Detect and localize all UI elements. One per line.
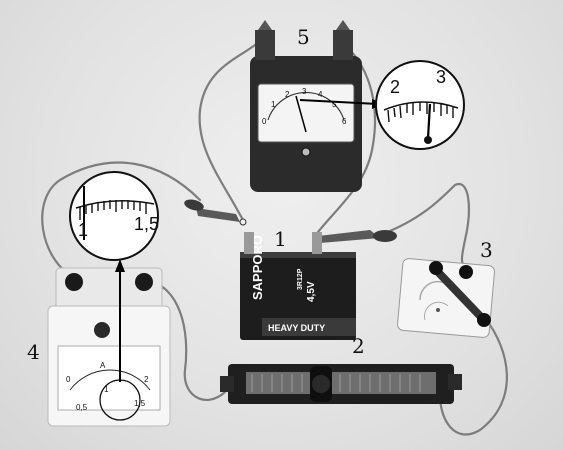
voltmeter-zoom-right-value: 3 bbox=[436, 67, 446, 87]
voltmeter-tick-1: 1 bbox=[271, 100, 276, 109]
wire-voltmeter-left bbox=[198, 43, 257, 224]
voltmeter-tick-0: 0 bbox=[262, 117, 267, 126]
voltmeter-tick-6: 6 bbox=[342, 117, 347, 126]
wire-switch-bottom bbox=[438, 316, 508, 436]
label-rheostat: 2 bbox=[352, 334, 365, 358]
rheostat bbox=[220, 364, 462, 404]
switch bbox=[397, 258, 495, 338]
ammeter: 0 A 2 0,5 1 1,5 bbox=[47, 267, 171, 427]
switch-knob-top-left bbox=[429, 261, 443, 275]
wire-voltmeter-right bbox=[316, 43, 377, 234]
ammeter-tick-1: 1 bbox=[104, 385, 109, 394]
voltmeter-terminal-right bbox=[333, 30, 353, 60]
label-switch: 3 bbox=[480, 238, 493, 262]
label-ammeter: 4 bbox=[27, 340, 40, 364]
ammeter-zoom-right-value: 1,5 bbox=[134, 214, 159, 234]
switch-lever bbox=[434, 268, 486, 322]
ammeter-tick-2: 2 bbox=[144, 375, 149, 384]
crocodile-clips bbox=[184, 199, 397, 243]
voltmeter-zero-screw bbox=[301, 147, 311, 157]
voltmeter-tick-4: 4 bbox=[318, 90, 323, 99]
ammeter-zoom-circle: 1 1,5 bbox=[69, 171, 159, 261]
ammeter-tick-05: 0,5 bbox=[76, 403, 88, 412]
switch-knob-top-right bbox=[459, 265, 473, 279]
ammeter-zoom-left-value: 1 bbox=[78, 220, 88, 240]
voltmeter-terminal-left bbox=[255, 30, 275, 60]
label-voltmeter: 5 bbox=[297, 25, 310, 49]
voltmeter-needle bbox=[295, 95, 307, 133]
ammeter-tick-0: 0 bbox=[66, 375, 71, 384]
wire-ammeter-top bbox=[41, 161, 202, 280]
voltmeter-zoom-needle bbox=[426, 103, 432, 139]
switch-knob-bottom bbox=[477, 313, 491, 327]
battery-voltage: 4,5V bbox=[306, 281, 317, 302]
voltmeter-zoom-left-value: 2 bbox=[390, 77, 400, 97]
wire-ammeter-right bbox=[143, 278, 227, 401]
battery-type: HEAVY DUTY bbox=[268, 323, 325, 333]
wire-switch-top bbox=[378, 182, 470, 270]
ammeter-terminal-right bbox=[135, 273, 153, 291]
voltmeter-zoom-pointer bbox=[299, 99, 379, 105]
label-battery: 1 bbox=[274, 227, 287, 251]
voltmeter-tick-3: 3 bbox=[302, 87, 307, 96]
voltmeter: 0 1 2 3 4 5 6 bbox=[250, 20, 362, 192]
voltmeter-zoom-circle: 2 3 bbox=[375, 60, 465, 150]
battery-model: 3R12P bbox=[297, 268, 304, 290]
ammeter-terminal-left bbox=[65, 273, 83, 291]
voltmeter-tick-5: 5 bbox=[332, 100, 337, 109]
battery: SAPPORO HEAVY DUTY 4,5V 3R12P bbox=[240, 232, 356, 340]
ammeter-unit: A bbox=[100, 361, 106, 370]
voltmeter-tick-2: 2 bbox=[285, 90, 290, 99]
wires bbox=[41, 43, 508, 436]
